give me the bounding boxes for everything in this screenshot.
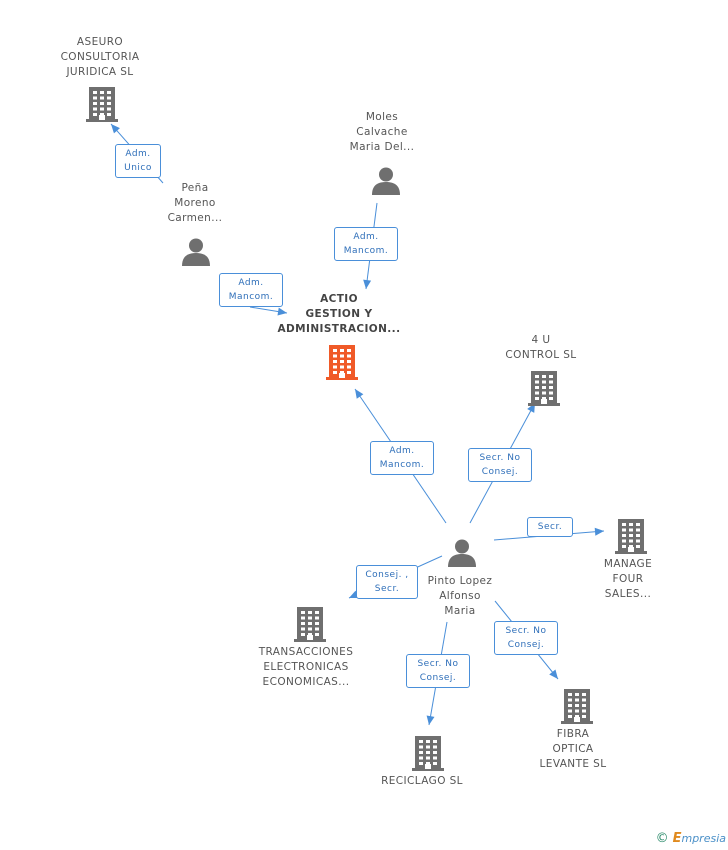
edge-label-line: Mancom.	[343, 246, 389, 256]
edge-label-line: Secr. No	[505, 626, 547, 636]
arrowhead	[426, 715, 435, 725]
edge-label-pinto-actio[interactable]: Adm. Mancom.	[370, 441, 434, 475]
edge-label-pinto-manage[interactable]: Secr.	[527, 517, 573, 537]
node-label-pena[interactable]: Peña Moreno Carmen...	[150, 181, 240, 226]
node-label-line: ADMINISTRACION...	[277, 323, 401, 335]
arrowhead	[363, 279, 372, 289]
node-label-line: Pinto Lopez	[427, 575, 493, 587]
edge-label-line: Unico	[124, 163, 152, 173]
node-label-line: SALES...	[604, 588, 652, 600]
node-label-line: RECICLAGO SL	[381, 775, 463, 787]
node-label-line: 4 U	[531, 334, 551, 346]
node-label-line: Peña	[181, 182, 209, 194]
building-icon-fibra[interactable]	[561, 688, 593, 728]
node-label-moles[interactable]: Moles Calvache Maria Del...	[335, 110, 429, 155]
edge-label-line: Adm.	[125, 149, 151, 159]
edge-pena-actio	[249, 306, 288, 316]
building-icon-transacciones[interactable]	[294, 606, 326, 646]
arrowhead	[594, 527, 604, 536]
node-label-reciclago[interactable]: RECICLAGO SL	[370, 774, 474, 789]
person-icon-pinto[interactable]	[447, 538, 477, 572]
edge-label-moles-actio[interactable]: Adm. Mancom.	[334, 227, 398, 261]
node-label-line: MANAGE	[603, 558, 653, 570]
edge-label-line: Mancom.	[228, 292, 274, 302]
node-label-line: CONTROL SL	[505, 349, 577, 361]
node-label-line: Moreno	[174, 197, 216, 209]
edge-label-pinto-control4u[interactable]: Secr. No Consej.	[468, 448, 532, 482]
node-label-line: TRANSACCIONES	[258, 646, 354, 658]
node-label-line: JURIDICA SL	[66, 66, 134, 78]
edge-label-line: Adm.	[389, 446, 415, 456]
node-label-actio[interactable]: ACTIO GESTION Y ADMINISTRACION...	[270, 292, 408, 337]
copyright-symbol: ©	[655, 831, 669, 846]
node-label-manage[interactable]: MANAGE FOUR SALES...	[588, 557, 668, 602]
node-label-line: LEVANTE SL	[539, 758, 607, 770]
node-label-aseuro[interactable]: ASEURO CONSULTORIA JURIDICA SL	[48, 35, 152, 80]
edge-label-line: Adm.	[238, 278, 264, 288]
edge-label-line: Consej.	[481, 467, 519, 477]
footer-brand[interactable]: ©Empresia	[656, 831, 726, 846]
node-label-line: ASEURO	[76, 36, 124, 48]
node-label-line: Carmen...	[167, 212, 223, 224]
node-label-line: GESTION Y	[305, 308, 373, 320]
person-icon-pena[interactable]	[181, 237, 211, 271]
node-label-line: Moles	[365, 111, 399, 123]
building-icon-actio[interactable]	[326, 344, 358, 384]
edge-label-line: Consej. ,	[365, 570, 409, 580]
edge-label-line: Consej.	[419, 673, 457, 683]
node-label-line: Calvache	[356, 126, 408, 138]
edge-label-pena-actio[interactable]: Adm. Mancom.	[219, 273, 283, 307]
node-label-line: Maria Del...	[349, 141, 415, 153]
brand-logo-initial: E	[672, 831, 682, 846]
edge-label-pinto-fibra[interactable]: Secr. No Consej.	[494, 621, 558, 655]
node-label-line: Alfonso	[439, 590, 481, 602]
arrowhead	[277, 307, 287, 316]
edge-label-pena-aseuro[interactable]: Adm. Unico	[115, 144, 161, 178]
edge-label-line: Secr.	[374, 584, 400, 594]
node-label-line: CONSULTORIA	[60, 51, 140, 63]
building-icon-control4u[interactable]	[528, 370, 560, 410]
edge-label-line: Secr.	[537, 522, 563, 532]
node-label-fibra[interactable]: FIBRA OPTICA LEVANTE SL	[530, 727, 616, 772]
node-label-pinto[interactable]: Pinto Lopez Alfonso Maria	[414, 574, 506, 619]
node-label-control4u[interactable]: 4 U CONTROL SL	[495, 333, 587, 363]
arrowhead	[549, 669, 558, 679]
node-label-line: Maria	[444, 605, 476, 617]
node-label-line: ECONOMICAS...	[262, 676, 350, 688]
edge-label-line: Secr. No	[479, 453, 521, 463]
person-icon-moles[interactable]	[371, 166, 401, 200]
edge-label-line: Consej.	[507, 640, 545, 650]
node-label-line: FIBRA	[556, 728, 590, 740]
brand-logo-text: mpresia	[681, 832, 726, 845]
edge-label-pinto-transacciones[interactable]: Consej. , Secr.	[356, 565, 418, 599]
node-label-line: FOUR	[612, 573, 644, 585]
node-label-line: ACTIO	[320, 293, 358, 305]
edge-label-line: Mancom.	[379, 460, 425, 470]
building-icon-reciclago[interactable]	[412, 735, 444, 775]
arrowhead	[355, 389, 364, 399]
arrowhead	[111, 124, 120, 134]
edge-label-line: Secr. No	[417, 659, 459, 669]
building-icon-manage[interactable]	[615, 518, 647, 558]
node-label-line: ELECTRONICAS	[263, 661, 349, 673]
edge-label-pinto-reciclago[interactable]: Secr. No Consej.	[406, 654, 470, 688]
node-label-line: OPTICA	[552, 743, 594, 755]
edge-label-line: Adm.	[353, 232, 379, 242]
building-icon-aseuro[interactable]	[86, 86, 118, 126]
node-label-transacciones[interactable]: TRANSACCIONES ELECTRONICAS ECONOMICAS...	[246, 645, 366, 690]
